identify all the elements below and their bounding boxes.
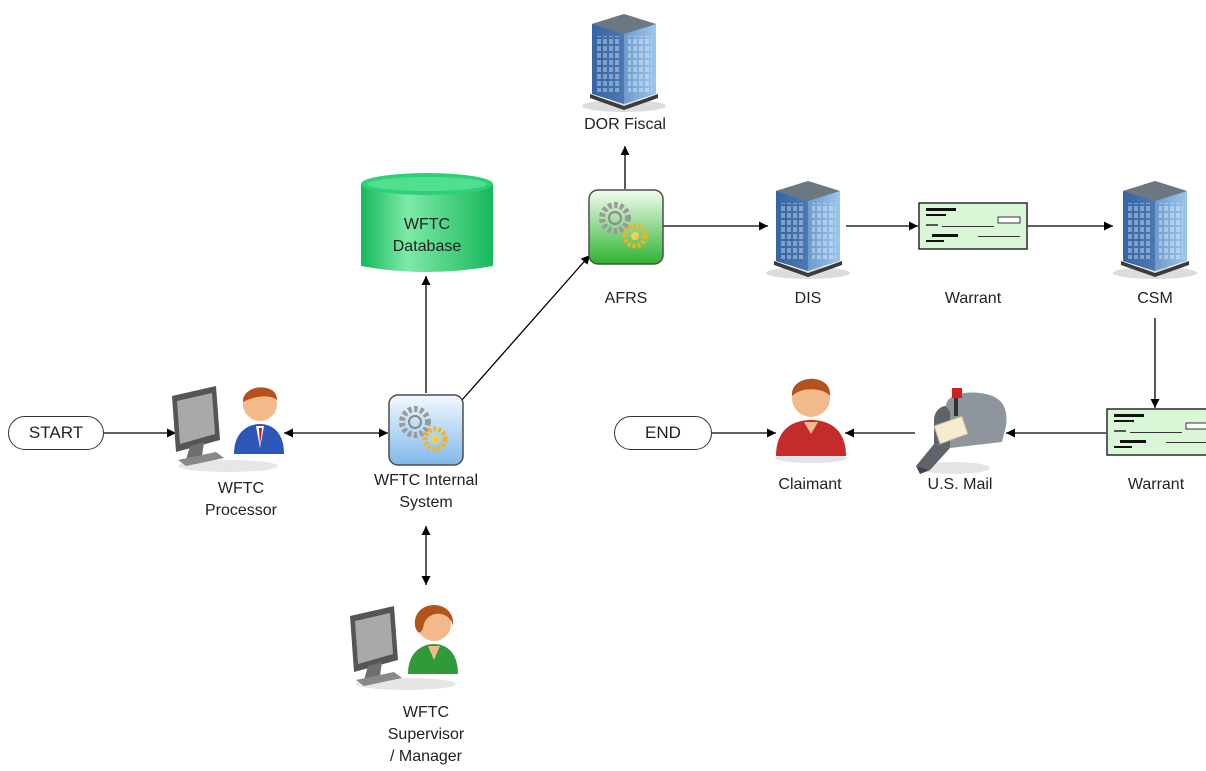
internal-system-label-line1: WFTC Internal [373,472,478,489]
processor-label: WFTC Processor [186,478,296,522]
processor-label-line1: WFTC [217,480,265,497]
supervisor-label-line1: WFTC [402,704,450,721]
person-icon [775,378,847,463]
user-at-computer-icon [172,386,284,472]
supervisor-label: WFTC Supervisor / Manager [366,702,486,768]
office-building-icon [1113,181,1197,279]
processor-label-line2: Processor [204,502,278,519]
office-building-icon [582,14,666,112]
gears-process-icon [388,394,464,466]
warrant-bottom-label: Warrant [1127,476,1185,493]
claimant-label: Claimant [778,476,842,493]
start-label: START [28,423,84,442]
database-label-line1: WFTC [403,216,451,233]
supervisor-label-line2: Supervisor [387,726,465,743]
check-document-icon [1106,408,1206,456]
end-label: END [645,423,681,442]
internal-system-label-line2: System [399,494,453,511]
office-building-icon [766,181,850,279]
supervisor-label-line3: / Manager [389,748,463,765]
dis-label: DIS [794,290,822,307]
check-document-icon [918,202,1028,250]
us-mail-label: U.S. Mail [927,476,993,493]
dor-fiscal-label: DOR Fiscal [584,116,666,133]
end-terminal: END [614,416,712,450]
database-label-line2: Database [392,238,462,255]
database-cylinder-icon [361,173,493,272]
internal-system-label: WFTC Internal System [346,470,506,514]
afrs-label: AFRS [604,290,648,307]
warrant-top-label: Warrant [944,290,1002,307]
gears-process-icon [588,189,664,265]
start-terminal: START [8,416,104,450]
arrow-internal-system-to-afrs [461,254,591,401]
database-label: WFTC Database [368,214,486,258]
csm-label: CSM [1137,290,1173,307]
user-at-computer-icon [350,605,458,690]
mailbox-icon [916,388,1007,474]
